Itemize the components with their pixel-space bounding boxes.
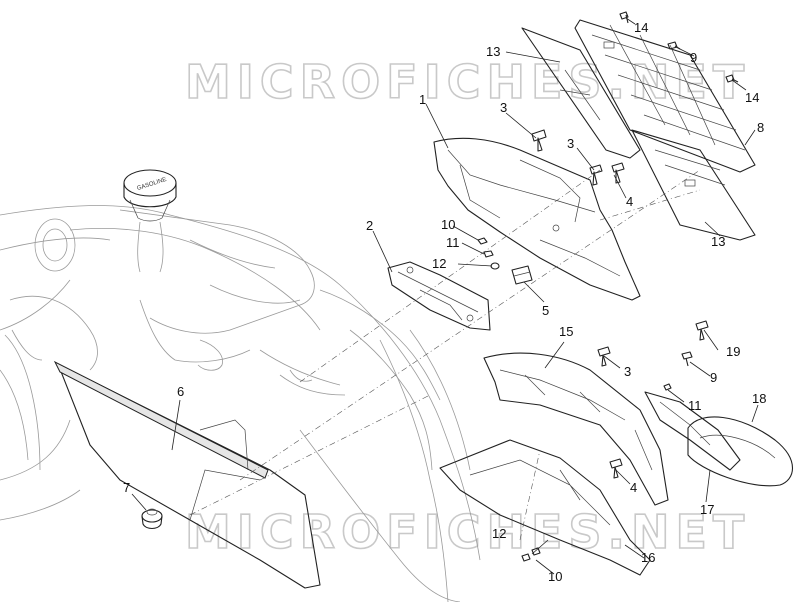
callout-6: 6 [177,384,184,399]
callout-2: 2 [366,218,373,233]
screws-upper [531,129,625,186]
hardware-group-lower [521,320,709,562]
callout-10: 10 [548,569,562,584]
callout-18: 18 [752,391,766,406]
assembly-lines [189,169,701,541]
callout-5: 5 [542,303,549,318]
callout-4: 4 [626,194,633,209]
watermark-top: MICROFICHES.NET [185,55,750,109]
frame-body-background [0,205,481,602]
callout-3: 3 [567,136,574,151]
callout-11: 11 [446,235,460,250]
part-1-upper-fender [433,137,641,301]
callout-19: 19 [726,344,740,359]
part-16-bottom-cover [439,439,651,576]
leader-lines [131,17,759,575]
callout-14: 14 [745,90,759,105]
callout-13: 13 [486,44,500,59]
fuel-tank-cap: GASOLINE [123,169,177,273]
callout-9: 9 [710,370,717,385]
callout-3: 3 [500,100,507,115]
callout-8: 8 [757,120,764,135]
part-6-side-cover [53,360,321,589]
hardware-group-upper [477,237,500,270]
callout-16: 16 [641,550,655,565]
callout-11: 11 [688,398,702,413]
part-8-plate-holder [574,19,756,173]
part-5-clip [511,265,533,285]
callout-7: 7 [123,480,130,495]
callout-15: 15 [559,324,573,339]
callout-12: 12 [432,256,446,271]
callout-3: 3 [624,364,631,379]
watermark-bottom: MICROFICHES.NET [185,505,750,559]
callout-10: 10 [441,217,455,232]
callout-4: 4 [630,480,637,495]
callout-12: 12 [492,526,506,541]
callout-1: 1 [419,92,426,107]
callout-17: 17 [700,502,714,517]
callout-numbers: 1 2 3 3 3 4 4 5 6 7 8 9 9 10 10 11 11 12… [123,20,766,584]
part-18-reflector [687,416,793,487]
callout-14: 14 [634,20,648,35]
part-13-lower-plate [631,129,756,241]
callout-13: 13 [711,234,725,249]
part-15-lower-mudguard [483,352,669,506]
callout-9: 9 [690,50,697,65]
part-7-grommet [141,508,163,530]
tank-cap-label: GASOLINE [136,177,167,192]
part-13-upper-plate [521,27,641,159]
part-2-bracket [387,261,491,331]
